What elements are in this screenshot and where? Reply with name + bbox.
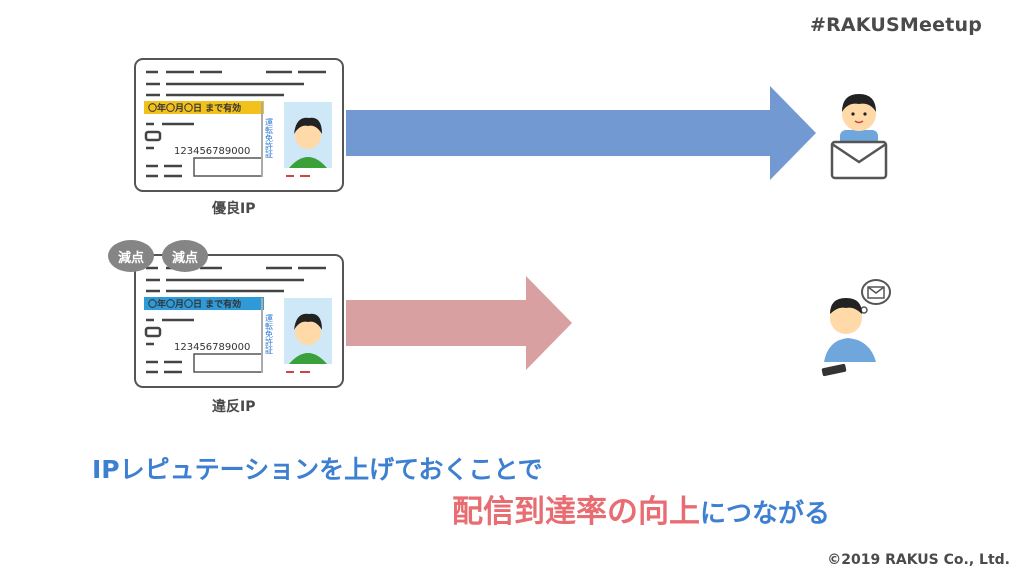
caption-bad-ip: 違反IP: [212, 399, 256, 415]
hashtag: #RAKUSMeetup: [809, 14, 982, 36]
license-number: 123456789000: [174, 146, 250, 157]
copyright: ©2019 RAKUS Co., Ltd.: [827, 552, 1010, 568]
license-label: 運転免許証: [265, 118, 274, 159]
recipient-with-mail-icon: [830, 94, 888, 180]
message-highlight: 配信到達率の向上: [452, 494, 700, 530]
license-card-bad: 〇年〇月〇日 まで有効 123456789000 運転免許証: [134, 254, 344, 388]
message-line2: 配信到達率の向上につながる: [452, 486, 830, 531]
license-number: 123456789000: [174, 342, 250, 353]
message-rest: につながる: [700, 499, 831, 529]
caption-good-ip: 優良IP: [212, 201, 256, 217]
demerit-badge: 減点: [108, 240, 154, 272]
arrow-good: [346, 86, 816, 180]
waiting-person-icon: [821, 279, 891, 377]
arrow-bad: [346, 276, 572, 370]
license-label: 運転免許証: [265, 314, 274, 355]
validity-text: 〇年〇月〇日 まで有効: [148, 298, 241, 310]
message-line1: IPレピュテーションを上げておくことで: [92, 455, 543, 484]
license-card-good: 〇年〇月〇日 まで有効 123456789000 運転免許証: [134, 58, 344, 192]
demerit-badge: 減点: [162, 240, 208, 272]
validity-text: 〇年〇月〇日 まで有効: [148, 102, 241, 114]
